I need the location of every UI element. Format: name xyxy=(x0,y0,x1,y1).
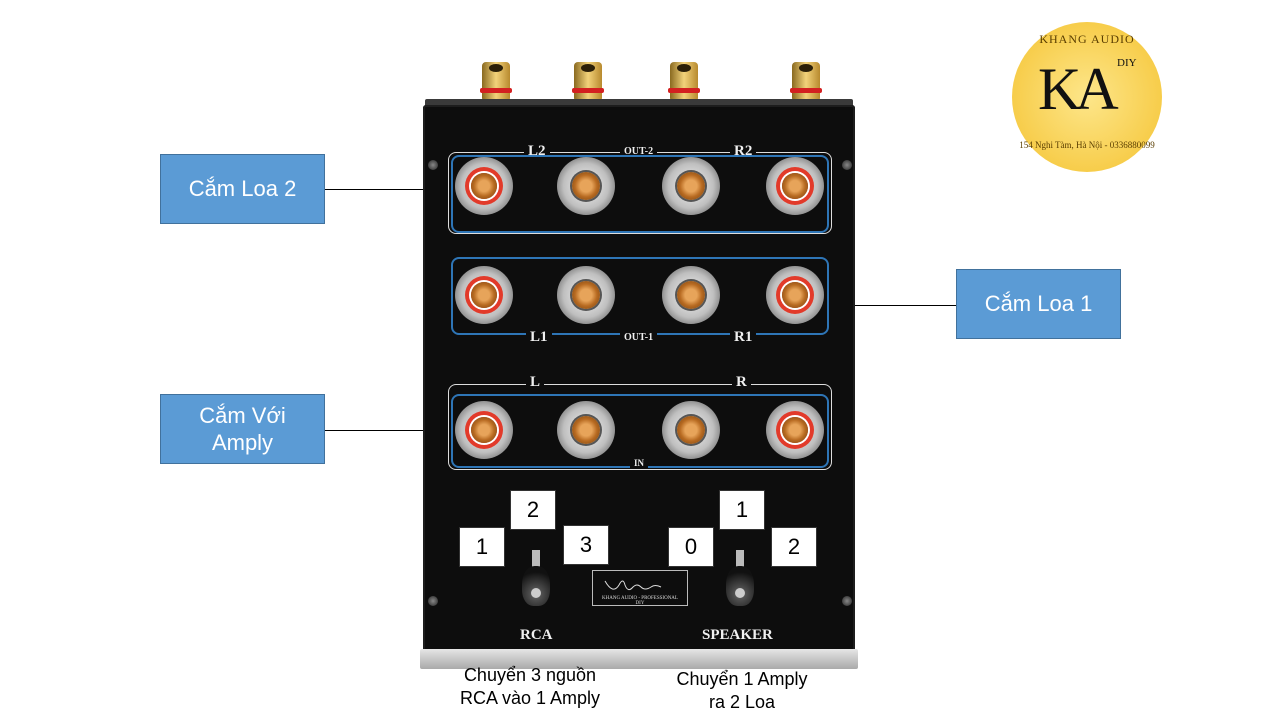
callout-amp: Cắm Với Amply xyxy=(160,394,325,464)
screw-icon xyxy=(428,596,438,606)
device-base-plate xyxy=(420,649,858,669)
rca-jack-4 xyxy=(786,58,826,106)
logo-address: 154 Nghi Tàm, Hà Nội - 0336880099 xyxy=(1019,140,1155,150)
rca-position-3: 3 xyxy=(563,525,609,565)
binding-post-in-l-minus xyxy=(557,401,615,459)
connector-speaker-1 xyxy=(855,305,956,306)
label-l1: L1 xyxy=(526,329,552,346)
speaker-selector-caption: Chuyển 1 Amply ra 2 Loa xyxy=(676,669,808,713)
speaker-selector-knob[interactable] xyxy=(722,550,758,610)
binding-post-r2-plus xyxy=(766,157,824,215)
rca-jack-2 xyxy=(568,58,608,106)
signature-plate xyxy=(592,570,688,606)
device-top-strip xyxy=(425,99,853,109)
callout-speaker-1: Cắm Loa 1 xyxy=(956,269,1121,339)
in-frame xyxy=(448,384,832,470)
screw-icon xyxy=(842,160,852,170)
binding-post-in-r-minus xyxy=(662,401,720,459)
logo-diy: DIY xyxy=(1117,57,1137,69)
callout-speaker-2-text: Cắm Loa 2 xyxy=(188,176,297,202)
binding-post-r1-minus xyxy=(662,266,720,324)
binding-post-r2-minus xyxy=(662,157,720,215)
label-speaker: SPEAKER xyxy=(698,627,777,644)
highlight-speaker-1 xyxy=(451,257,829,335)
khang-audio-logo xyxy=(1012,22,1162,172)
label-r: R xyxy=(732,374,751,391)
callout-amp-text: Cắm Với Amply xyxy=(199,402,286,456)
binding-post-in-r-plus xyxy=(766,401,824,459)
binding-post-l2-plus xyxy=(455,157,513,215)
highlight-amp-input xyxy=(451,394,829,468)
rca-position-2: 2 xyxy=(510,490,556,530)
label-rca: RCA xyxy=(516,627,557,644)
connector-amp xyxy=(325,430,428,431)
rca-jack-1 xyxy=(476,58,516,106)
callout-speaker-1-text: Cắm Loa 1 xyxy=(984,291,1093,317)
binding-post-l1-minus xyxy=(557,266,615,324)
speaker-position-2: 2 xyxy=(771,527,817,567)
callout-speaker-2: Cắm Loa 2 xyxy=(160,154,325,224)
binding-post-r1-plus xyxy=(766,266,824,324)
rca-selector-knob[interactable] xyxy=(518,550,554,610)
rca-position-1: 1 xyxy=(459,527,505,567)
highlight-speaker-2 xyxy=(451,155,829,233)
rca-selector-caption: Chuyển 3 nguồn RCA vào 1 Amply xyxy=(459,665,601,709)
logo-mark: KA xyxy=(1038,56,1119,122)
label-r1: R1 xyxy=(730,329,757,346)
binding-post-in-l-plus xyxy=(455,401,513,459)
speaker-position-1: 1 xyxy=(719,490,765,530)
connector-speaker-2 xyxy=(325,189,428,190)
label-out2: OUT-2 xyxy=(620,146,658,157)
screw-icon xyxy=(842,596,852,606)
label-out1: OUT-1 xyxy=(620,332,658,343)
rca-jack-3 xyxy=(664,58,704,106)
speaker-position-0: 0 xyxy=(668,527,714,567)
binding-post-l1-plus xyxy=(455,266,513,324)
label-l: L xyxy=(526,374,545,391)
signature-plate-text: KHANG AUDIO - PROFESSIONAL DIY xyxy=(602,596,678,606)
label-in: IN xyxy=(630,458,649,468)
signature-icon xyxy=(604,580,662,591)
screw-icon xyxy=(428,160,438,170)
logo-brand: KHANG AUDIO xyxy=(1039,32,1135,46)
binding-post-l2-minus xyxy=(557,157,615,215)
